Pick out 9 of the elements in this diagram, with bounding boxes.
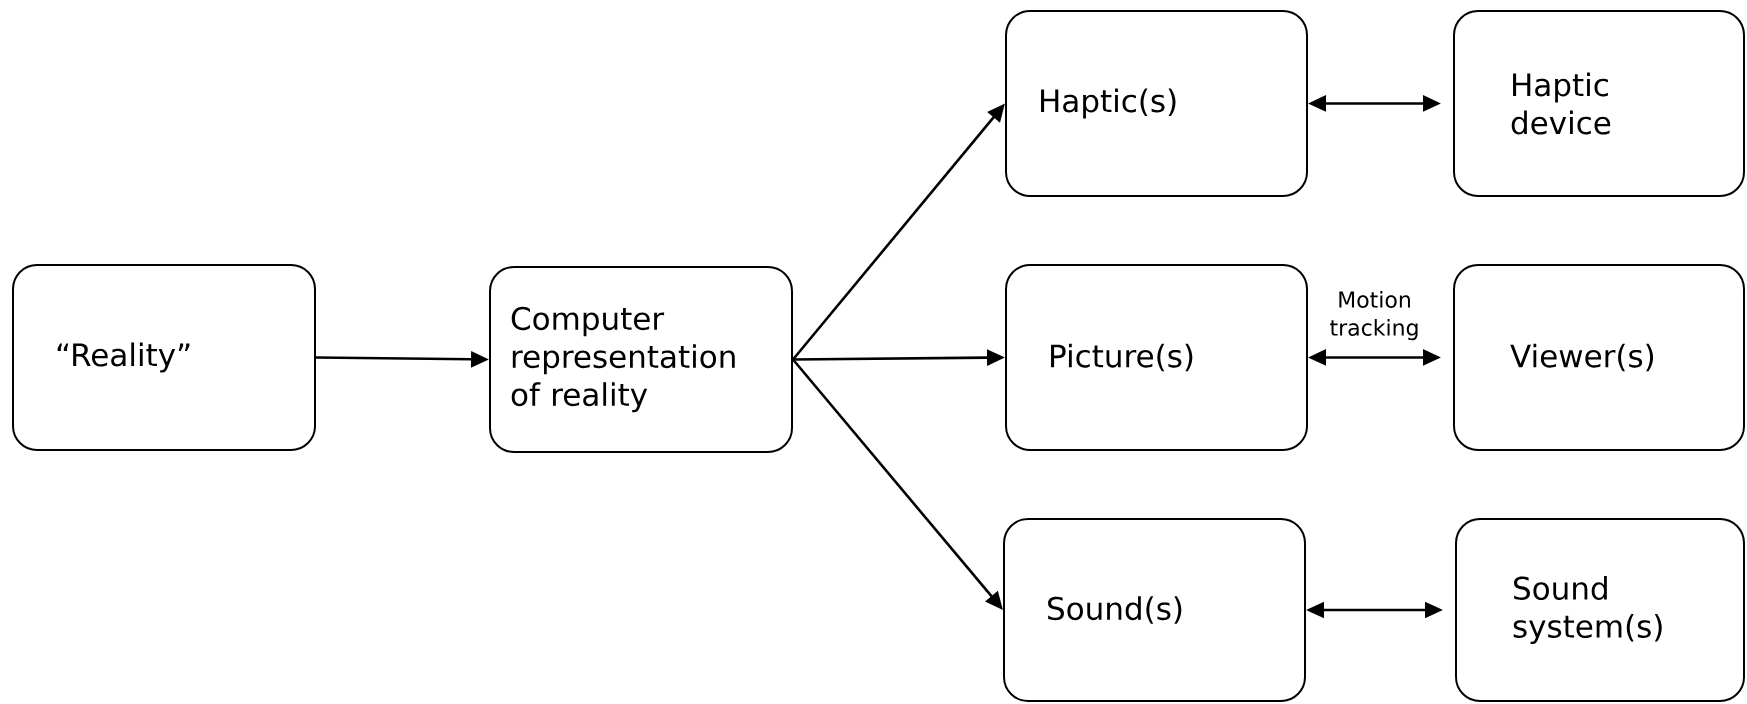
- process-box: Picture(s): [1005, 264, 1308, 451]
- process-box: “Reality”: [12, 264, 316, 451]
- process-box: Sound(s): [1003, 518, 1306, 702]
- process-box: Computer representation of reality: [489, 266, 793, 453]
- process-box: Viewer(s): [1453, 264, 1745, 451]
- edge-label: Motion tracking: [1322, 288, 1427, 343]
- process-box: Haptic device: [1453, 10, 1745, 197]
- process-box: Sound system(s): [1455, 518, 1745, 702]
- process-box: Haptic(s): [1005, 10, 1308, 197]
